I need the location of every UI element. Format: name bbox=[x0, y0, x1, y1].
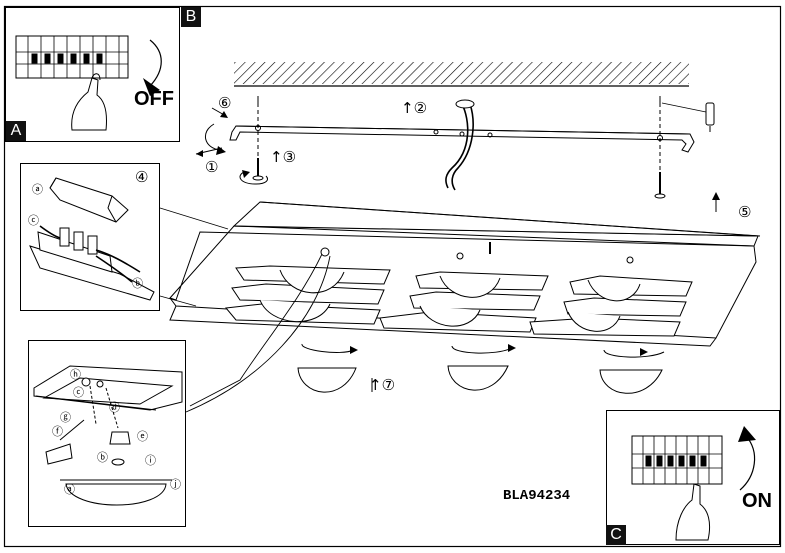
power-cable bbox=[445, 103, 469, 189]
detail-letter-j: ⓙ bbox=[170, 478, 181, 491]
panel-detail-box bbox=[28, 340, 186, 527]
detail-callout-tail bbox=[185, 253, 331, 413]
detail-letter-i: ⓘ bbox=[145, 454, 156, 467]
luminaire-grille bbox=[225, 265, 693, 337]
panel-b-tab: B bbox=[181, 7, 201, 27]
panel-wiring-box bbox=[20, 163, 160, 311]
detail-letter-e: ⓔ bbox=[137, 430, 148, 443]
switch-off-label: OFF bbox=[134, 88, 174, 110]
glass-shade-3 bbox=[599, 348, 665, 394]
wiring-letter-c: ⓒ bbox=[28, 214, 39, 227]
model-code: BLA94234 bbox=[503, 488, 571, 504]
step-5-label: ⑤ bbox=[738, 203, 752, 221]
step-4-label: ④ bbox=[135, 168, 149, 186]
detail-letter-d: ⓓ bbox=[109, 401, 120, 414]
detail-letter-b: ⓑ bbox=[97, 451, 108, 464]
dowel-icon bbox=[661, 102, 715, 132]
panel-off-box bbox=[5, 7, 180, 142]
detail-letter-c: ⓒ bbox=[73, 386, 84, 399]
panel-on-box bbox=[606, 410, 780, 545]
detail-letter-h: ⓗ bbox=[70, 368, 81, 381]
glass-shade-2 bbox=[447, 344, 516, 391]
wiring-letter-b: ⓑ bbox=[132, 277, 143, 290]
panel-c-tab: C bbox=[606, 525, 626, 545]
step-6-label: ⑥ bbox=[218, 94, 232, 112]
screw-right bbox=[654, 172, 666, 199]
luminaire-body bbox=[169, 201, 761, 347]
detail-letter-a: ⓐ bbox=[64, 483, 75, 496]
detail-letter-f: ⓕ bbox=[52, 425, 63, 438]
detail-letter-g: ⓖ bbox=[60, 411, 71, 424]
step-7-label: ↑⑦ bbox=[369, 376, 396, 394]
switch-on-label: ON bbox=[742, 490, 772, 512]
page-frame bbox=[3, 5, 782, 548]
wiring-letter-a: ⓐ bbox=[32, 183, 43, 196]
mounting-rail bbox=[229, 125, 695, 153]
ceiling-hatch bbox=[234, 62, 689, 84]
screw-left bbox=[252, 158, 264, 181]
step-1-label: ① bbox=[205, 158, 219, 176]
step-2-label: ↑② bbox=[401, 99, 428, 117]
step-3-label: ↑③ bbox=[270, 148, 297, 166]
leader-wiring bbox=[159, 207, 229, 230]
panel-a-tab: A bbox=[6, 121, 26, 141]
glass-shade-1 bbox=[297, 343, 358, 393]
leader-wiring-2 bbox=[159, 295, 197, 307]
